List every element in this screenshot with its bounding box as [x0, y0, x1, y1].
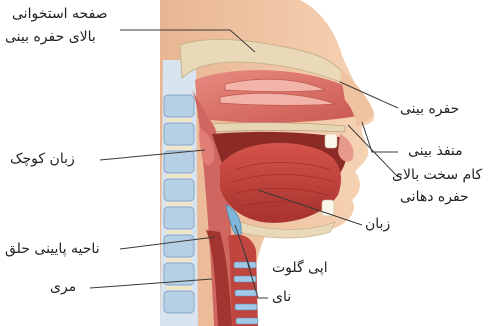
label-superior-plate-line2: بالای حفره بینی: [5, 29, 96, 46]
label-uvula: زبان کوچک: [10, 151, 75, 168]
label-oral-cavity: حفره دهانی: [400, 189, 469, 206]
label-hard-palate: کام سخت بالای: [392, 167, 482, 184]
label-tongue: زبان: [365, 216, 390, 233]
label-esophagus: مری: [50, 279, 76, 296]
label-epiglottis: اپی گلوت: [272, 260, 328, 277]
label-nasal-cavity: حفره بینی: [400, 101, 459, 118]
label-trachea: نای: [272, 289, 291, 306]
label-nostril: منفذ بینی: [408, 143, 463, 160]
label-laryngopharynx: ناحیه پایینی حلق: [5, 241, 100, 258]
label-superior-plate-line1: صفحه استخوانی: [12, 6, 108, 23]
hard-palate: [210, 123, 345, 132]
